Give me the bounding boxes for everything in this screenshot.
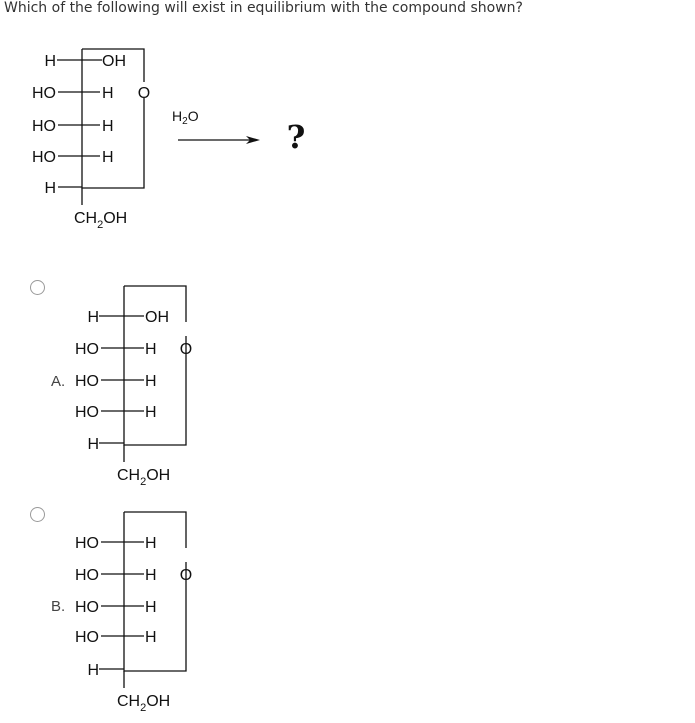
option-a-ch2oh: CH2OH	[117, 467, 170, 488]
option-b-right-label: H	[145, 599, 157, 616]
option-b-left-label: HO	[75, 599, 99, 616]
option-a-right-label: OH	[145, 309, 169, 326]
option-b-left-label: HO	[75, 629, 99, 646]
option-b-left-label: HO	[75, 567, 99, 584]
reactant-left-label: HO	[32, 118, 56, 135]
option-b-letter: B.	[51, 598, 66, 615]
option-b-left-label: HO	[75, 535, 99, 552]
option-a-ring-oxygen: O	[180, 341, 192, 358]
reactant-left-label: H	[44, 180, 56, 197]
option-a-right-label: H	[145, 373, 157, 390]
option-b-ring-oxygen: O	[180, 567, 192, 584]
option-a-radio[interactable]	[30, 280, 45, 295]
option-a-left-label: HO	[75, 341, 99, 358]
option-a-left-label: HO	[75, 373, 99, 390]
product-question-mark: ?	[287, 118, 306, 156]
option-a-left-label: H	[87, 436, 99, 453]
reactant-ch2oh: CH2OH	[74, 210, 127, 231]
reactant-right-label: H	[102, 149, 114, 166]
reactant-right-label: H	[102, 85, 114, 102]
reagent-water: H2O	[172, 108, 199, 127]
question-text: Which of the following will exist in equ…	[4, 0, 523, 16]
option-b-left-label: H	[87, 662, 99, 679]
reaction-arrowhead-icon	[246, 136, 260, 144]
reactant-right-label: H	[102, 118, 114, 135]
option-b-right-label: H	[145, 567, 157, 584]
option-b-right-label: H	[145, 535, 157, 552]
option-b-ch2oh: CH2OH	[117, 693, 170, 714]
option-b-right-label: H	[145, 629, 157, 646]
reactant-left-label: H	[44, 53, 56, 70]
option-a-right-label: H	[145, 341, 157, 358]
reactant-ring-oxygen: O	[138, 85, 150, 102]
option-b-radio[interactable]	[30, 507, 45, 522]
reactant-right-label: OH	[102, 53, 126, 70]
option-a-letter: A.	[51, 373, 66, 390]
option-a-left-label: HO	[75, 404, 99, 421]
reactant-left-label: HO	[32, 149, 56, 166]
option-a-right-label: H	[145, 404, 157, 421]
reactant-left-label: HO	[32, 85, 56, 102]
option-a-left-label: H	[87, 309, 99, 326]
